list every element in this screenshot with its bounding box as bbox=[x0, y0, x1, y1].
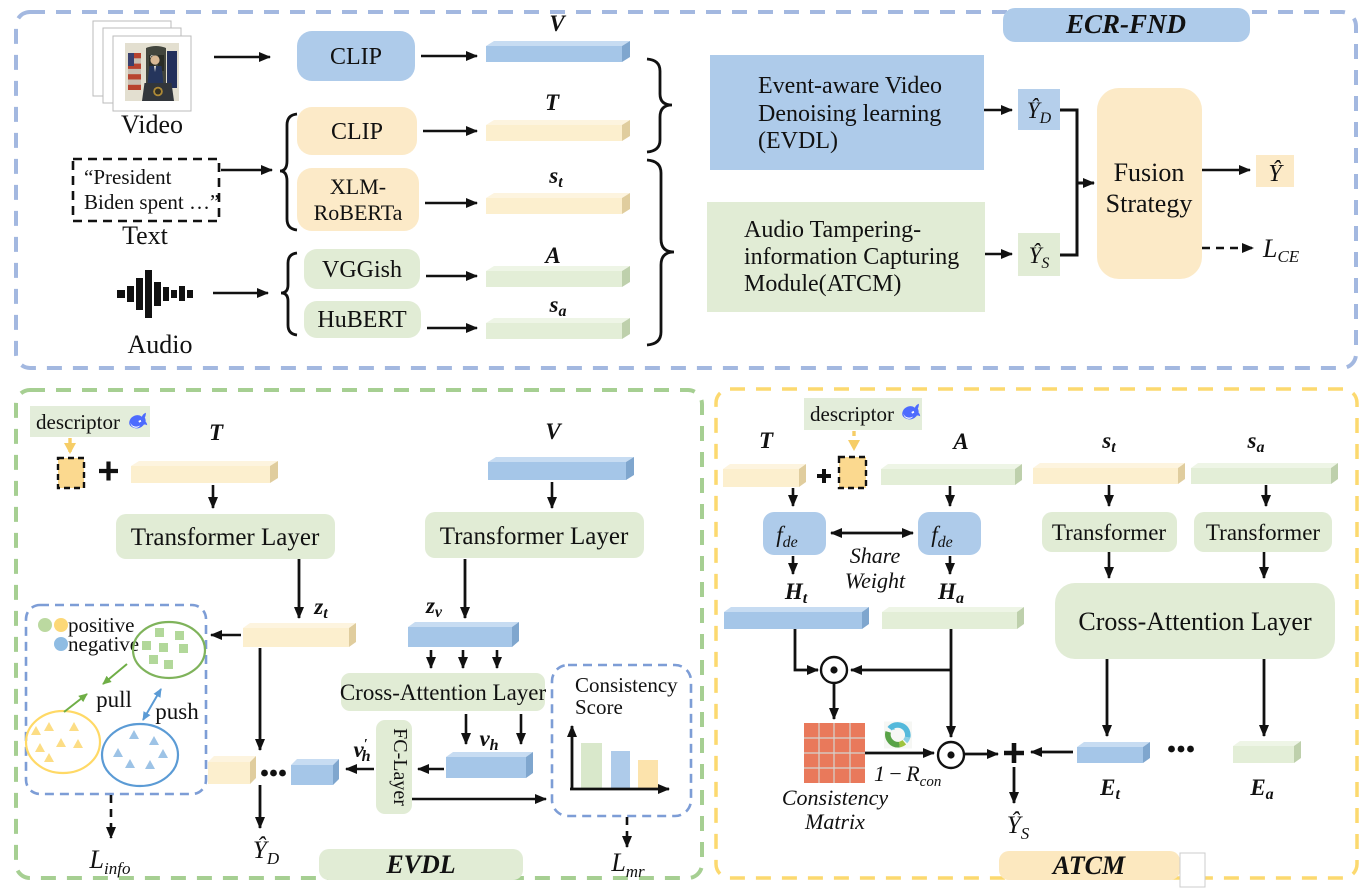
svg-text:Fusion: Fusion bbox=[1114, 158, 1185, 187]
svg-text:Audio Tampering-: Audio Tampering- bbox=[744, 217, 921, 243]
svg-text:Text: Text bbox=[122, 221, 169, 250]
svg-text:CLIP: CLIP bbox=[331, 119, 383, 145]
svg-text:FC-Layer: FC-Layer bbox=[389, 728, 411, 806]
svg-text:sa: sa bbox=[1247, 428, 1265, 456]
svg-text:ŶS: ŶS bbox=[1007, 811, 1030, 843]
svg-text:st: st bbox=[1101, 428, 1116, 456]
svg-text:st: st bbox=[548, 163, 563, 191]
svg-text:sa: sa bbox=[549, 292, 567, 320]
svg-text:A: A bbox=[543, 243, 560, 268]
svg-text:HuBERT: HuBERT bbox=[317, 307, 407, 333]
svg-text:Score: Score bbox=[575, 695, 623, 719]
svg-text:Ht: Ht bbox=[784, 579, 808, 607]
svg-text:negative: negative bbox=[68, 632, 139, 656]
svg-text:Ŷ: Ŷ bbox=[1268, 161, 1284, 187]
svg-text:Transformer: Transformer bbox=[1052, 520, 1166, 545]
svg-text:T: T bbox=[545, 90, 560, 115]
svg-text:Audio: Audio bbox=[128, 330, 193, 359]
svg-text:Event-aware Video: Event-aware Video bbox=[758, 73, 942, 99]
svg-text:descriptor: descriptor bbox=[810, 402, 894, 426]
svg-text:“President: “President bbox=[84, 165, 172, 189]
svg-text:Transformer Layer: Transformer Layer bbox=[131, 524, 320, 551]
svg-text:descriptor: descriptor bbox=[36, 410, 120, 434]
svg-text:Cross-Attention Layer: Cross-Attention Layer bbox=[340, 680, 547, 705]
svg-text:T: T bbox=[209, 420, 224, 445]
svg-text:ŶD: ŶD bbox=[253, 836, 280, 868]
svg-text:Consistency: Consistency bbox=[575, 673, 678, 697]
svg-text:Lmr: Lmr bbox=[610, 848, 645, 881]
svg-text:V: V bbox=[549, 11, 566, 36]
svg-text:ATCM: ATCM bbox=[1051, 851, 1126, 880]
svg-text:Cross-Attention Layer: Cross-Attention Layer bbox=[1078, 607, 1312, 636]
svg-text:CLIP: CLIP bbox=[330, 44, 382, 70]
svg-text:V: V bbox=[545, 419, 562, 444]
svg-text:1 − Rcon: 1 − Rcon bbox=[874, 761, 941, 790]
svg-text:Consistency: Consistency bbox=[782, 785, 889, 810]
svg-text:Matrix: Matrix bbox=[804, 809, 865, 834]
svg-text:information Capturing: information Capturing bbox=[744, 244, 959, 270]
svg-text:Ea: Ea bbox=[1249, 775, 1273, 803]
svg-text:XLM-: XLM- bbox=[330, 174, 386, 199]
svg-text:Strategy: Strategy bbox=[1106, 189, 1193, 218]
svg-text:Transformer Layer: Transformer Layer bbox=[440, 523, 629, 550]
svg-text:Video: Video bbox=[121, 110, 183, 139]
svg-text:A: A bbox=[951, 429, 968, 454]
svg-text:vh: vh bbox=[479, 726, 498, 754]
svg-text:Ha: Ha bbox=[937, 579, 964, 607]
svg-text:zt: zt bbox=[313, 594, 328, 622]
svg-text:Weight: Weight bbox=[845, 568, 906, 593]
svg-text:ECR-FND: ECR-FND bbox=[1065, 9, 1186, 39]
svg-text:Biden spent …”: Biden spent …” bbox=[84, 190, 219, 214]
svg-text:VGGish: VGGish bbox=[322, 257, 402, 283]
svg-text:push: push bbox=[155, 699, 199, 724]
svg-text:Module(ATCM): Module(ATCM) bbox=[744, 271, 901, 297]
svg-text:Denoising learning: Denoising learning bbox=[758, 101, 941, 127]
svg-text:Transformer: Transformer bbox=[1206, 520, 1320, 545]
svg-text:T: T bbox=[759, 428, 774, 453]
svg-text:positive: positive bbox=[68, 613, 135, 637]
svg-text:(EVDL): (EVDL) bbox=[758, 128, 838, 154]
svg-text:v′h: v′h bbox=[353, 737, 370, 765]
svg-text:Linfo: Linfo bbox=[89, 845, 131, 878]
svg-text:LCE: LCE bbox=[1262, 234, 1300, 266]
svg-text:zv: zv bbox=[425, 593, 443, 621]
svg-text:pull: pull bbox=[96, 687, 132, 712]
svg-text:EVDL: EVDL bbox=[385, 850, 455, 879]
svg-text:Share: Share bbox=[850, 543, 901, 568]
svg-text:Et: Et bbox=[1099, 775, 1120, 803]
svg-text:RoBERTa: RoBERTa bbox=[314, 200, 403, 225]
